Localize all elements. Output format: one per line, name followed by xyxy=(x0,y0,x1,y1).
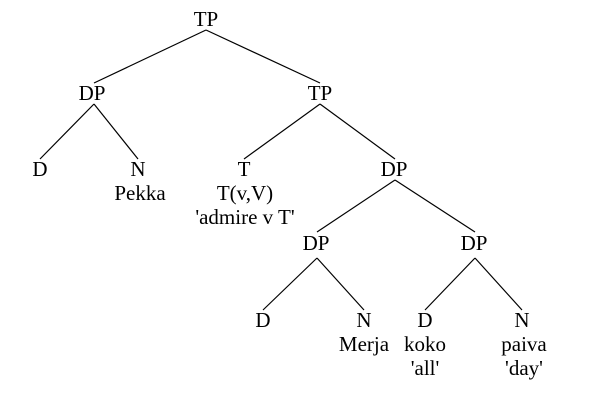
node-tp-root: TP xyxy=(194,7,219,31)
branch-inner-dp-n xyxy=(316,257,365,311)
branch-adjunct-dp-n xyxy=(474,257,523,311)
branch-tp-tp xyxy=(205,29,321,84)
branch-object-dp-inner-dp xyxy=(316,179,396,233)
branch-dp-d xyxy=(39,103,95,160)
branch-tp-t xyxy=(243,103,321,160)
gloss-all: 'all' xyxy=(411,356,440,380)
gloss-day: 'day' xyxy=(505,356,543,380)
node-n-subject: N xyxy=(130,157,145,181)
node-n-adjunct: N xyxy=(514,308,529,332)
node-dp-adjunct: DP xyxy=(461,231,488,255)
word-merja: Merja xyxy=(339,332,390,356)
word-pekka: Pekka xyxy=(114,181,166,205)
branch-inner-dp-d xyxy=(262,257,318,311)
node-d-adjunct: D xyxy=(417,308,432,332)
tree-branches xyxy=(39,29,523,311)
node-d-subject: D xyxy=(32,157,47,181)
node-dp-subject: DP xyxy=(79,81,106,105)
branch-object-dp-adjunct-dp xyxy=(394,179,476,233)
node-d-inner: D xyxy=(255,308,270,332)
node-dp-inner: DP xyxy=(303,231,330,255)
node-dp-object: DP xyxy=(381,157,408,181)
branch-dp-n xyxy=(93,103,139,160)
branch-adjunct-dp-d xyxy=(424,257,476,311)
word-t-v-v: T(v,V) xyxy=(217,181,273,205)
word-paiva: paiva xyxy=(501,332,547,356)
gloss-admire-v-t: 'admire v T' xyxy=(195,205,294,229)
branch-tp-dp xyxy=(93,29,207,84)
tree-nodes: TP DP TP D N Pekka T T(v,V) 'admire v T'… xyxy=(32,7,547,380)
node-tp-bar: TP xyxy=(308,81,333,105)
node-t: T xyxy=(238,157,251,181)
word-koko: koko xyxy=(404,332,446,356)
node-n-inner: N xyxy=(356,308,371,332)
branch-tp-object-dp xyxy=(319,103,396,160)
